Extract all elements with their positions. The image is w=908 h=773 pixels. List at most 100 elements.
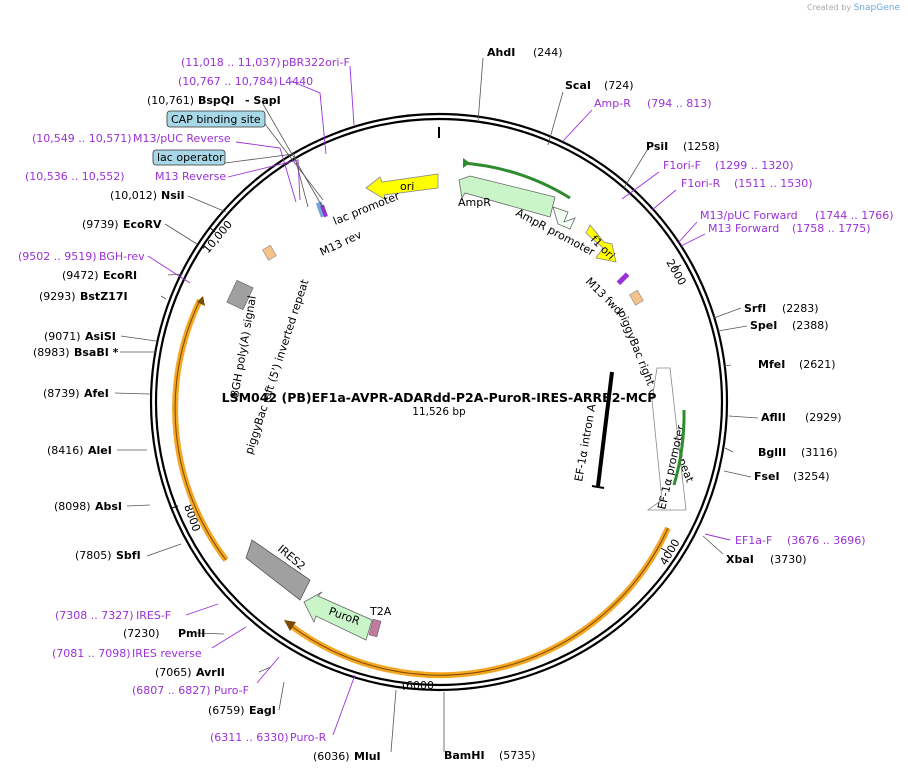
adar-arc-line <box>289 527 669 676</box>
ampr-label: AmpR <box>458 196 491 209</box>
misc-leaders <box>224 123 324 208</box>
adar-orange-arc <box>288 526 671 679</box>
primer-range: (9502 .. 9519) <box>18 250 97 263</box>
m13-fwd-mark <box>616 272 630 286</box>
primer-name: M13/pUC Reverse <box>133 132 231 145</box>
enzyme-pos: (6759) <box>208 704 245 717</box>
ef1a-intron-end <box>591 485 605 489</box>
primer-name: M13 Reverse <box>155 170 226 183</box>
t2a-mark <box>368 618 382 638</box>
lac-operator-label: lac operator <box>157 151 224 164</box>
enzyme-pos: (6036) <box>313 750 350 763</box>
enzyme-name: AsiSI <box>85 330 116 343</box>
enzyme-pos: (2929) <box>805 411 842 424</box>
enzyme-pos: (3116) <box>801 446 838 459</box>
arrb2-arc-head <box>197 296 205 306</box>
backbone-outer <box>149 112 729 692</box>
primer-range: (10,767 .. 10,784) <box>178 75 278 88</box>
primer-name: Amp-R <box>594 97 631 110</box>
primer-range: (1299 .. 1320) <box>715 159 794 172</box>
primer-name: pBR322ori-F <box>282 56 350 69</box>
enzyme-name: NsiI <box>161 189 185 202</box>
cap-binding-site-box <box>166 110 266 128</box>
primer-name: IRES reverse <box>132 647 202 660</box>
enzyme-name: BstZ17I <box>80 290 128 303</box>
primer-name: L4440 <box>279 75 313 88</box>
enzyme-pos: (8739) <box>43 387 80 400</box>
enzyme-name: BglII <box>758 446 786 459</box>
enzyme-name: AvrII <box>196 666 225 679</box>
enzyme-pos: (3730) <box>770 553 807 566</box>
enzyme-pos: (2621) <box>799 358 836 371</box>
primer-range: (794 .. 813) <box>647 97 712 110</box>
primer-range: (10,536 .. 10,552) <box>25 170 125 183</box>
primer-name: EF1a-F <box>735 534 772 547</box>
primer-range: (3676 .. 3696) <box>787 534 866 547</box>
enzyme-name: BsaBI * <box>74 346 119 359</box>
primer-name: F1ori-F <box>663 159 701 172</box>
primer-labels: Amp-R (794 .. 813) F1ori-F (1299 .. 1320… <box>18 56 894 744</box>
ori-label: ori <box>400 180 414 193</box>
enzyme-name: SbfI <box>116 549 141 562</box>
primer-range: (10,549 .. 10,571) <box>32 132 132 145</box>
brand-name: SnapGene <box>853 3 900 13</box>
enzyme-pos: (9293) <box>39 290 76 303</box>
enzyme-pos: (8983) <box>33 346 70 359</box>
brand-created-by: Created by <box>807 3 852 12</box>
enzyme-pos: (9071) <box>44 330 81 343</box>
enzyme-pos: (7065) <box>155 666 192 679</box>
enzyme-name: MluI <box>354 750 381 763</box>
primer-name: IRES-F <box>136 609 171 622</box>
enzyme-pos: (9739) <box>82 218 119 231</box>
plasmid-length: 11,526 bp <box>412 406 466 418</box>
tick-mark-4000 <box>660 547 669 553</box>
enzyme-name: EcoRI <box>103 269 137 282</box>
tick-mark-8000 <box>171 505 179 509</box>
ampr-green-head <box>463 158 470 168</box>
enzyme-pos: (1258) <box>683 140 720 153</box>
ef1a-intron-label: EF-1α intron A <box>572 403 598 483</box>
enzyme-labels: AhdI (244) ScaI (724) PsiI (1258) SrfI (… <box>33 46 842 763</box>
primer-range: (1758 .. 1775) <box>792 222 871 235</box>
enzyme-name: SpeI <box>750 319 777 332</box>
piggybac-right-mark <box>629 289 644 306</box>
primer-name: BGH-rev <box>99 250 145 263</box>
enzyme-pos: (10,012) <box>110 189 157 202</box>
enzyme-name: AhdI <box>487 46 515 59</box>
enzyme-name: MfeI <box>758 358 785 371</box>
bgh-polya-mark <box>226 279 254 311</box>
primer-leaders <box>147 65 731 736</box>
tick-label-10000: 10,000 <box>200 218 235 256</box>
enzyme-pos: (2283) <box>782 302 819 315</box>
enzyme-pos: (724) <box>604 79 634 92</box>
lac-promoter-label: lac promoter <box>331 189 402 228</box>
enzyme-pos: (3254) <box>793 470 830 483</box>
primer-name: Puro-R <box>290 731 327 744</box>
enzyme-pos: (7230) <box>123 627 160 640</box>
puror-arrow <box>303 591 373 641</box>
ampr-green-arc <box>462 161 571 200</box>
enzyme-pos: (9472) <box>62 269 99 282</box>
enzyme-pos: (10,761) <box>147 94 194 107</box>
enzyme-name: PmlI <box>178 627 205 640</box>
m13-rev-label: M13 rev <box>318 228 364 259</box>
enzyme-leaders <box>114 57 759 753</box>
primer-range: (11,018 .. 11,037) <box>181 56 281 69</box>
ori-arrow <box>365 173 439 201</box>
enzyme-name: ScaI <box>565 79 591 92</box>
enzyme-name: EagI <box>249 704 276 717</box>
enzyme-name: EcoRV <box>123 218 162 231</box>
backbone-inner <box>154 117 724 687</box>
enzyme-name: AflII <box>761 411 786 424</box>
primer-name: M13 Forward <box>708 222 779 235</box>
enzyme-name: AleI <box>88 444 112 457</box>
lac-operator-box <box>152 149 226 166</box>
enzyme-name: XbaI <box>726 553 754 566</box>
enzyme-pos: (5735) <box>499 749 536 762</box>
primer-name: Puro-F <box>214 684 249 697</box>
f1-ori-arrow <box>585 224 617 263</box>
primer-range: (1744 .. 1766) <box>815 209 894 222</box>
tick-mark-10000 <box>208 226 216 233</box>
ampr-promoter-arrow <box>552 206 576 230</box>
